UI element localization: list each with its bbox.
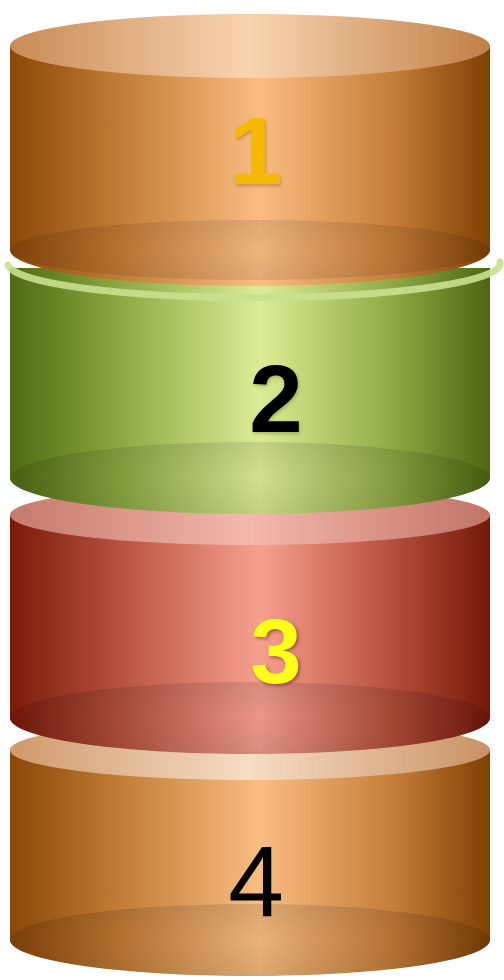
segment-2 [10, 268, 490, 514]
segment-1 [10, 14, 490, 286]
segment-3 [10, 485, 490, 754]
segment-4 [10, 720, 490, 976]
